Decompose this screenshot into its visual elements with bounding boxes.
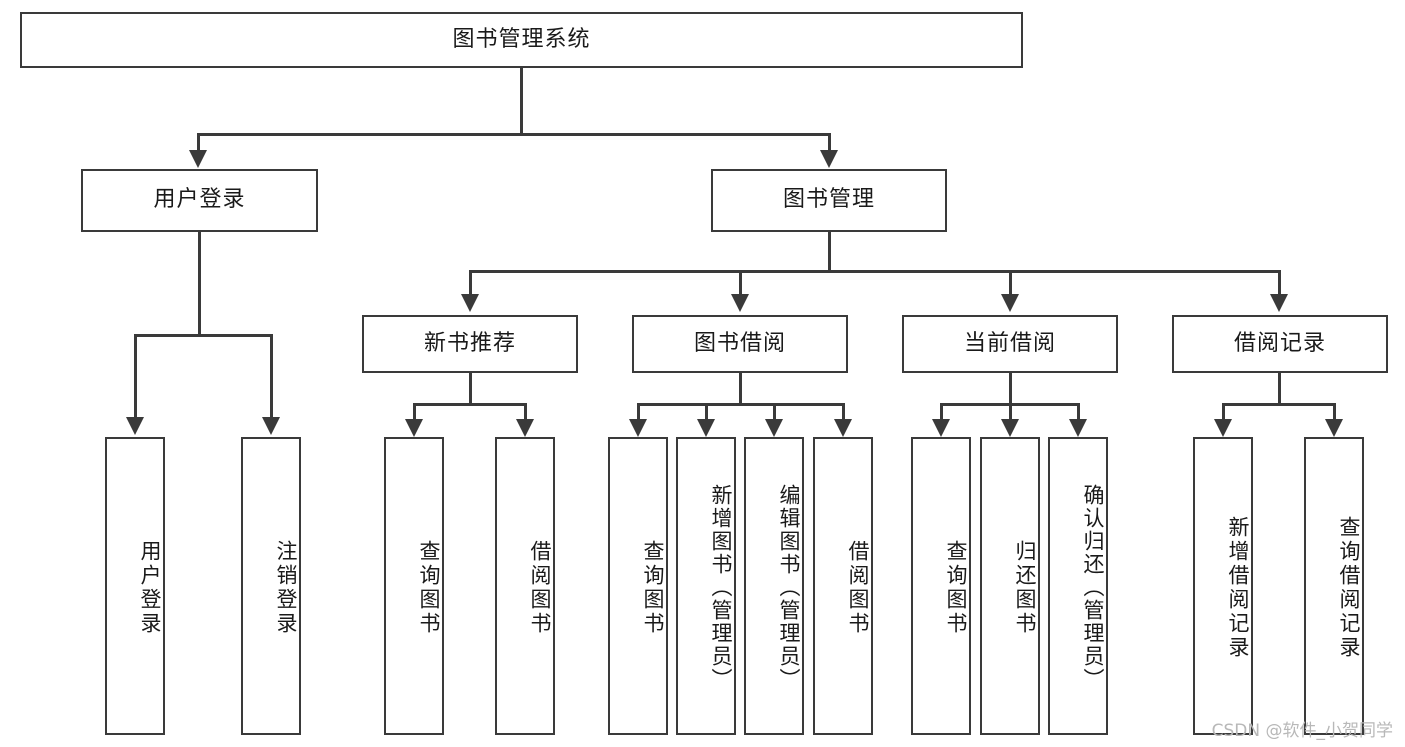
connector-user-login-stem xyxy=(198,232,201,336)
connector-current-borrow-stem xyxy=(1009,373,1012,405)
node-label: 编辑图书（管理员） xyxy=(777,483,801,691)
connector-book-borrow-drop-4 xyxy=(842,403,845,421)
connector-book-borrow-stem xyxy=(739,373,742,405)
arrow-leaf-return-book xyxy=(1001,419,1019,437)
arrow-leaf-query-book-c xyxy=(932,419,950,437)
arrow-leaf-query-book-b xyxy=(629,419,647,437)
connector-level3-drop-4 xyxy=(1278,270,1281,296)
leaf-query-book-borrow[interactable]: 查询图书 xyxy=(608,437,668,735)
arrow-leaf-user-login xyxy=(126,417,144,435)
node-book-management[interactable]: 图书管理 xyxy=(711,169,947,232)
node-label: 查询图书 xyxy=(417,540,441,636)
arrow-leaf-edit-book xyxy=(765,419,783,437)
connector-new-book-bus xyxy=(413,403,527,406)
node-label: 借阅图书 xyxy=(528,540,552,636)
arrow-to-book-borrow xyxy=(731,294,749,312)
node-book-borrow[interactable]: 图书借阅 xyxy=(632,315,848,373)
connector-borrow-record-drop-2 xyxy=(1333,403,1336,421)
node-label: 用户登录 xyxy=(153,187,246,213)
arrow-to-user-login xyxy=(189,150,207,168)
leaf-borrow-book-new-recommend[interactable]: 借阅图书 xyxy=(495,437,555,735)
connector-borrow-record-bus xyxy=(1222,403,1336,406)
connector-current-borrow-drop-1 xyxy=(940,403,943,421)
connector-level3-drop-1 xyxy=(469,270,472,296)
arrow-to-current-borrow xyxy=(1001,294,1019,312)
watermark-text: CSDN @软件_小贺同学 xyxy=(1211,721,1393,741)
arrow-leaf-query-borrow-record xyxy=(1325,419,1343,437)
connector-level3-drop-2 xyxy=(739,270,742,296)
leaf-confirm-return-admin[interactable]: 确认归还（管理员） xyxy=(1048,437,1108,735)
node-label: 新增借阅记录 xyxy=(1226,516,1250,660)
node-label: 查询借阅记录 xyxy=(1337,516,1361,660)
leaf-edit-book-admin[interactable]: 编辑图书（管理员） xyxy=(744,437,804,735)
connector-current-borrow-drop-2 xyxy=(1009,403,1012,421)
connector-level3-bus xyxy=(470,270,1280,273)
connector-new-book-drop-1 xyxy=(413,403,416,421)
node-label: 注销登录 xyxy=(274,540,298,636)
node-label: 图书管理 xyxy=(782,187,875,213)
node-label: 用户登录 xyxy=(138,540,162,636)
leaf-add-borrow-record[interactable]: 新增借阅记录 xyxy=(1193,437,1253,735)
leaf-query-borrow-record[interactable]: 查询借阅记录 xyxy=(1304,437,1364,735)
connector-to-book-management xyxy=(828,133,831,153)
node-label: 确认归还（管理员） xyxy=(1081,483,1105,691)
arrow-leaf-query-book-a xyxy=(405,419,423,437)
arrow-leaf-borrow-book-a xyxy=(516,419,534,437)
arrow-leaf-borrow-book-b xyxy=(834,419,852,437)
connector-to-user-login xyxy=(197,133,200,153)
leaf-query-book-current[interactable]: 查询图书 xyxy=(911,437,971,735)
arrow-leaf-add-book xyxy=(697,419,715,437)
arrow-to-borrow-record xyxy=(1270,294,1288,312)
arrow-to-book-management xyxy=(820,150,838,168)
leaf-query-book-new-recommend[interactable]: 查询图书 xyxy=(384,437,444,735)
node-new-book-recommend[interactable]: 新书推荐 xyxy=(362,315,578,373)
leaf-return-book[interactable]: 归还图书 xyxy=(980,437,1040,735)
node-label: 新增图书（管理员） xyxy=(709,483,733,691)
connector-book-borrow-drop-1 xyxy=(637,403,640,421)
node-label: 图书管理系统 xyxy=(452,26,591,52)
node-borrow-record[interactable]: 借阅记录 xyxy=(1172,315,1388,373)
node-label: 借阅图书 xyxy=(846,540,870,636)
arrow-leaf-logout xyxy=(262,417,280,435)
node-label: 归还图书 xyxy=(1013,540,1037,636)
connector-level3-drop-3 xyxy=(1009,270,1012,296)
arrow-to-new-book-recommend xyxy=(461,294,479,312)
connector-book-management-stem xyxy=(828,232,831,272)
connector-new-book-stem xyxy=(469,373,472,405)
connector-book-borrow-drop-3 xyxy=(773,403,776,421)
connector-book-borrow-bus xyxy=(637,403,845,406)
connector-user-login-drop-2 xyxy=(270,334,273,419)
connector-root-stem xyxy=(520,68,523,135)
connector-book-borrow-drop-2 xyxy=(705,403,708,421)
node-label: 图书借阅 xyxy=(693,330,786,356)
leaf-add-book-admin[interactable]: 新增图书（管理员） xyxy=(676,437,736,735)
connector-user-login-bus xyxy=(134,334,272,337)
connector-user-login-drop-1 xyxy=(134,334,137,419)
node-label: 查询图书 xyxy=(641,540,665,636)
leaf-borrow-book-borrow[interactable]: 借阅图书 xyxy=(813,437,873,735)
node-label: 查询图书 xyxy=(944,540,968,636)
connector-new-book-drop-2 xyxy=(524,403,527,421)
connector-borrow-record-drop-1 xyxy=(1222,403,1225,421)
node-root-book-management-system[interactable]: 图书管理系统 xyxy=(20,12,1023,68)
connector-current-borrow-drop-3 xyxy=(1077,403,1080,421)
node-current-borrow[interactable]: 当前借阅 xyxy=(902,315,1118,373)
leaf-logout[interactable]: 注销登录 xyxy=(241,437,301,735)
arrow-leaf-confirm-return xyxy=(1069,419,1087,437)
connector-borrow-record-stem xyxy=(1278,373,1281,405)
leaf-user-login[interactable]: 用户登录 xyxy=(105,437,165,735)
arrow-leaf-add-borrow-record xyxy=(1214,419,1232,437)
node-label: 当前借阅 xyxy=(963,330,1056,356)
node-user-login[interactable]: 用户登录 xyxy=(81,169,318,232)
connector-level2-bus xyxy=(197,133,830,136)
node-label: 新书推荐 xyxy=(423,330,516,356)
node-label: 借阅记录 xyxy=(1233,330,1326,356)
